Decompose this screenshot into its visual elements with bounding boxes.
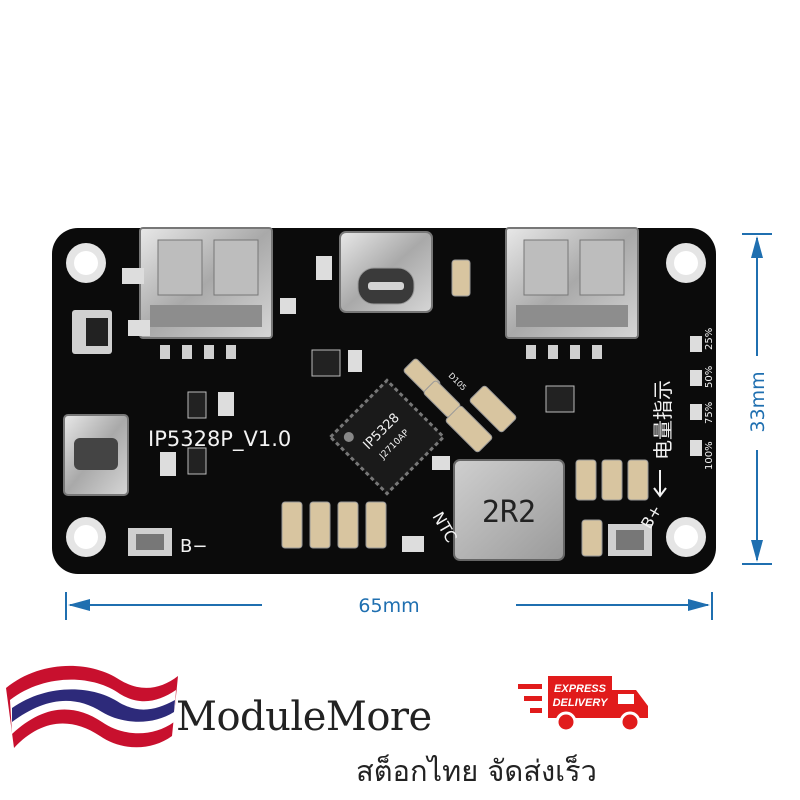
inductor-label: 2R2: [482, 495, 536, 530]
led-level-75: 75%: [704, 402, 715, 424]
badge-line2: DELIVERY: [553, 697, 609, 709]
board-model-label: IP5328P_V1.0: [148, 427, 291, 452]
micro-usb-port: [63, 414, 129, 496]
badge-line1: EXPRESS: [554, 683, 607, 695]
brand-tagline: สต็อกไทย จัดส่งเร็ว: [356, 754, 597, 788]
inductor: 2R2: [453, 459, 565, 561]
smd-diagonal: [403, 358, 517, 453]
express-delivery-badge: EXPRESS DELIVERY: [518, 676, 648, 733]
smd-capacitors-bottom: [281, 501, 387, 549]
led-level-50: 50%: [704, 366, 715, 388]
charge-indicator-label: 电量指示: [651, 380, 675, 460]
width-label: 65mm: [358, 595, 419, 617]
ip5328-chip: IP5328 J2710AP: [328, 378, 446, 496]
smd-small-parts: [122, 256, 575, 552]
usb-a-port-right: [505, 227, 639, 359]
led-level-25: 25%: [704, 328, 715, 350]
thai-flag-ribbon-logo: [6, 665, 178, 748]
led-level-100: 100%: [704, 441, 715, 470]
mounting-holes: [66, 243, 706, 557]
height-label: 33mm: [747, 371, 769, 432]
height-dimension: [742, 233, 772, 565]
indicator-leds: [690, 336, 702, 456]
smd-capacitors-right: [451, 259, 649, 557]
width-dimension: [65, 592, 713, 620]
arrow-icon: [653, 470, 667, 498]
usb-c-port: [339, 231, 433, 313]
usb-a-port-left: [139, 227, 273, 359]
b-minus-label: B−: [180, 536, 207, 557]
brand-name: ModuleMore: [176, 694, 432, 740]
